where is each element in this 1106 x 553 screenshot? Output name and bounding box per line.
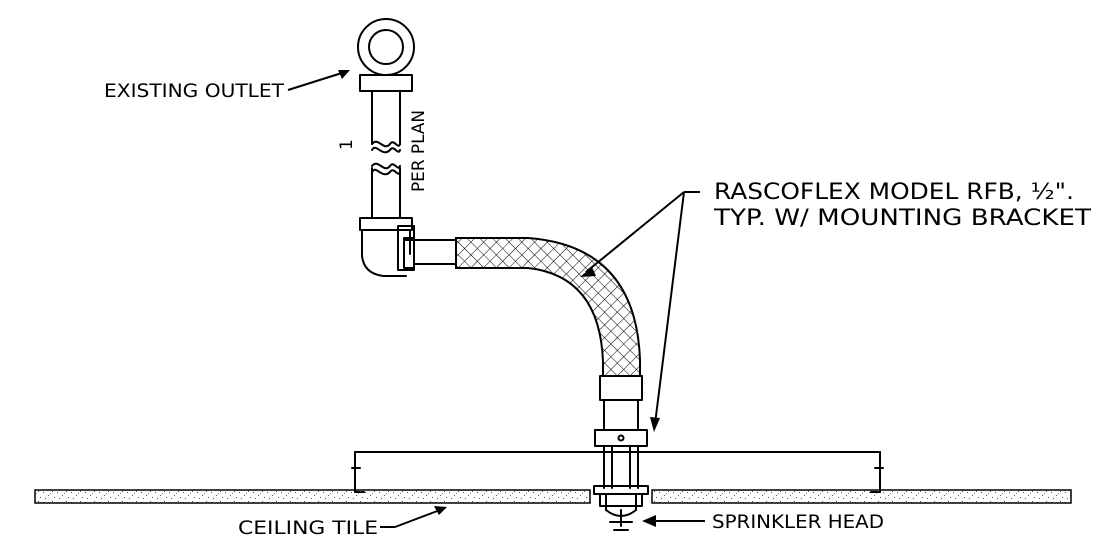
existing-outlet-label: EXISTING OUTLET [104, 80, 284, 102]
vertical-pipe-upper [371, 90, 401, 154]
leader-existing-outlet [287, 70, 350, 91]
pipe-stub [413, 239, 457, 265]
ceiling-tile [34, 489, 1072, 504]
sprinkler-head [593, 485, 649, 531]
elbow-fitting [361, 225, 415, 277]
vertical-pipe-lower [359, 162, 413, 231]
hose-end-fitting [599, 375, 643, 431]
per-plan-label: PER PLAN [409, 110, 429, 192]
flexible-hose [455, 237, 641, 377]
pipe-size-label: 1 [337, 139, 357, 150]
leader-hose [580, 191, 700, 432]
hose-bracket-label: TYP. W/ MOUNTING BRACKET [713, 206, 1092, 231]
bracket-clamp [594, 429, 648, 489]
leader-ceiling-tile [380, 506, 447, 528]
ceiling-tile-label: CEILING TILE [238, 517, 378, 539]
existing-outlet-fitting [357, 18, 415, 92]
leader-sprinkler-head [642, 515, 705, 527]
sprinkler-head-label: SPRINKLER HEAD [712, 511, 884, 533]
hose-model-label: RASCOFLEX MODEL RFB, ½". [714, 180, 1074, 205]
